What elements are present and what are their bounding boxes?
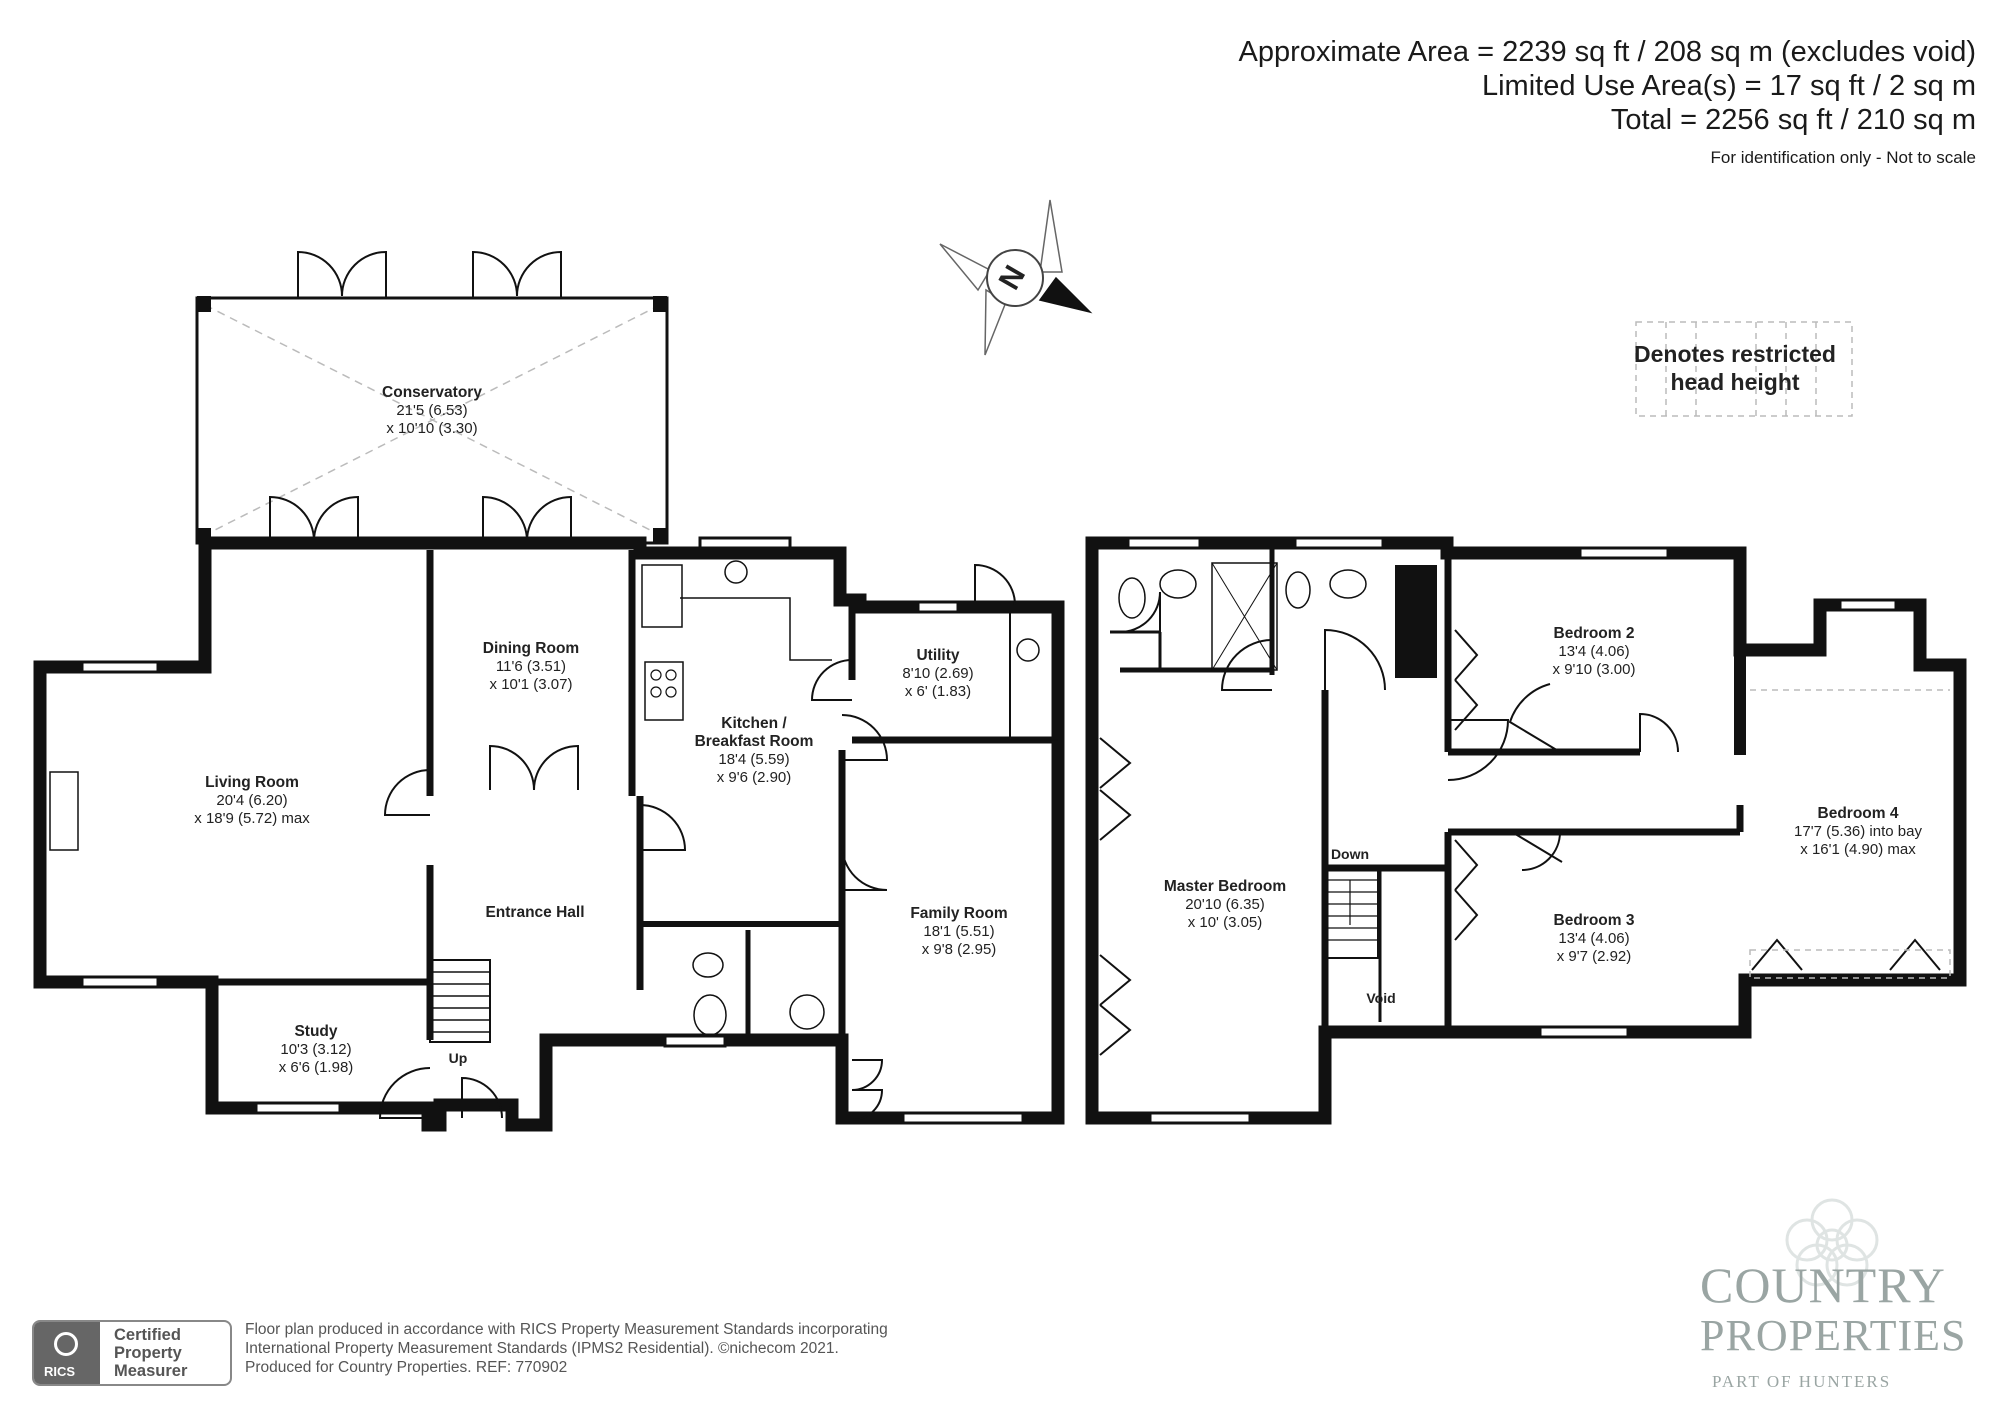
brand-flower-logo-icon: [1785, 1198, 1879, 1287]
rics-logo-block: [34, 1322, 100, 1384]
legend-line-1: Denotes restricted: [1634, 341, 1836, 367]
room-dining: Dining Room 11'6 (3.51) x 10'1 (3.07): [482, 640, 580, 693]
room-study: Study 10'3 (3.12) x 6'6 (1.98): [278, 1023, 354, 1076]
room-master-bedroom: Master Bedroom 20'10 (6.35) x 10' (3.05): [1163, 878, 1287, 931]
brand-part-of-hunters: PART OF HUNTERS: [1712, 1372, 1892, 1391]
room-entrance-hall: Entrance Hall: [485, 904, 585, 921]
rics-badge: [32, 1320, 232, 1386]
limited-use-area-text: Limited Use Area(s) = 17 sq ft / 2 sq m: [1481, 70, 1976, 102]
legend-text: Denotes restricted head height: [1620, 340, 1850, 396]
disclaimer-text: For identification only - Not to scale: [1710, 148, 1976, 167]
ground-floor-plan: [33, 250, 1065, 1132]
stairs-up-label: Up: [448, 1050, 468, 1066]
approximate-area-text: Approximate Area = 2239 sq ft / 208 sq m…: [1238, 36, 1976, 68]
room-bedroom-4: Bedroom 4 17'7 (5.36) into bay x 16'1 (4…: [1794, 805, 1922, 858]
room-conservatory: Conservatory 21'5 (6.53) x 10'10 (3.30): [382, 384, 482, 437]
room-bedroom-2: Bedroom 2 13'4 (4.06) x 9'10 (3.00): [1552, 625, 1636, 678]
brand-name-properties: PROPERTIES: [1700, 1311, 1967, 1360]
legend-line-2: head height: [1670, 369, 1800, 395]
rics-crest-icon: [54, 1332, 78, 1356]
brand-name-country: COUNTRY: [1700, 1257, 1946, 1313]
compass-rose-icon: [939, 199, 1093, 356]
footer-text: Floor plan produced in accordance with R…: [245, 1321, 888, 1376]
room-bedroom-3: Bedroom 3 13'4 (4.06) x 9'7 (2.92): [1553, 912, 1635, 965]
rics-certified-text: Certified Property Measurer: [114, 1326, 188, 1380]
ground-outer-wall: [33, 536, 1065, 1132]
void-label: Void: [1366, 990, 1396, 1006]
total-area-text: Total = 2256 sq ft / 210 sq m: [1610, 104, 1976, 136]
rics-word: RICS: [44, 1364, 76, 1379]
room-utility: Utility 8'10 (2.69) x 6' (1.83): [902, 647, 974, 700]
room-living: Living Room 20'4 (6.20) x 18'9 (5.72) ma…: [194, 774, 310, 827]
restricted-height-legend: [1635, 321, 1853, 417]
room-family: Family Room 18'1 (5.51) x 9'8 (2.95): [910, 905, 1008, 958]
stairs-down-label: Down: [1330, 846, 1370, 862]
first-floor-plan: [1085, 536, 1967, 1125]
room-kitchen: Kitchen / Breakfast Room 18'4 (5.59) x 9…: [694, 715, 814, 786]
